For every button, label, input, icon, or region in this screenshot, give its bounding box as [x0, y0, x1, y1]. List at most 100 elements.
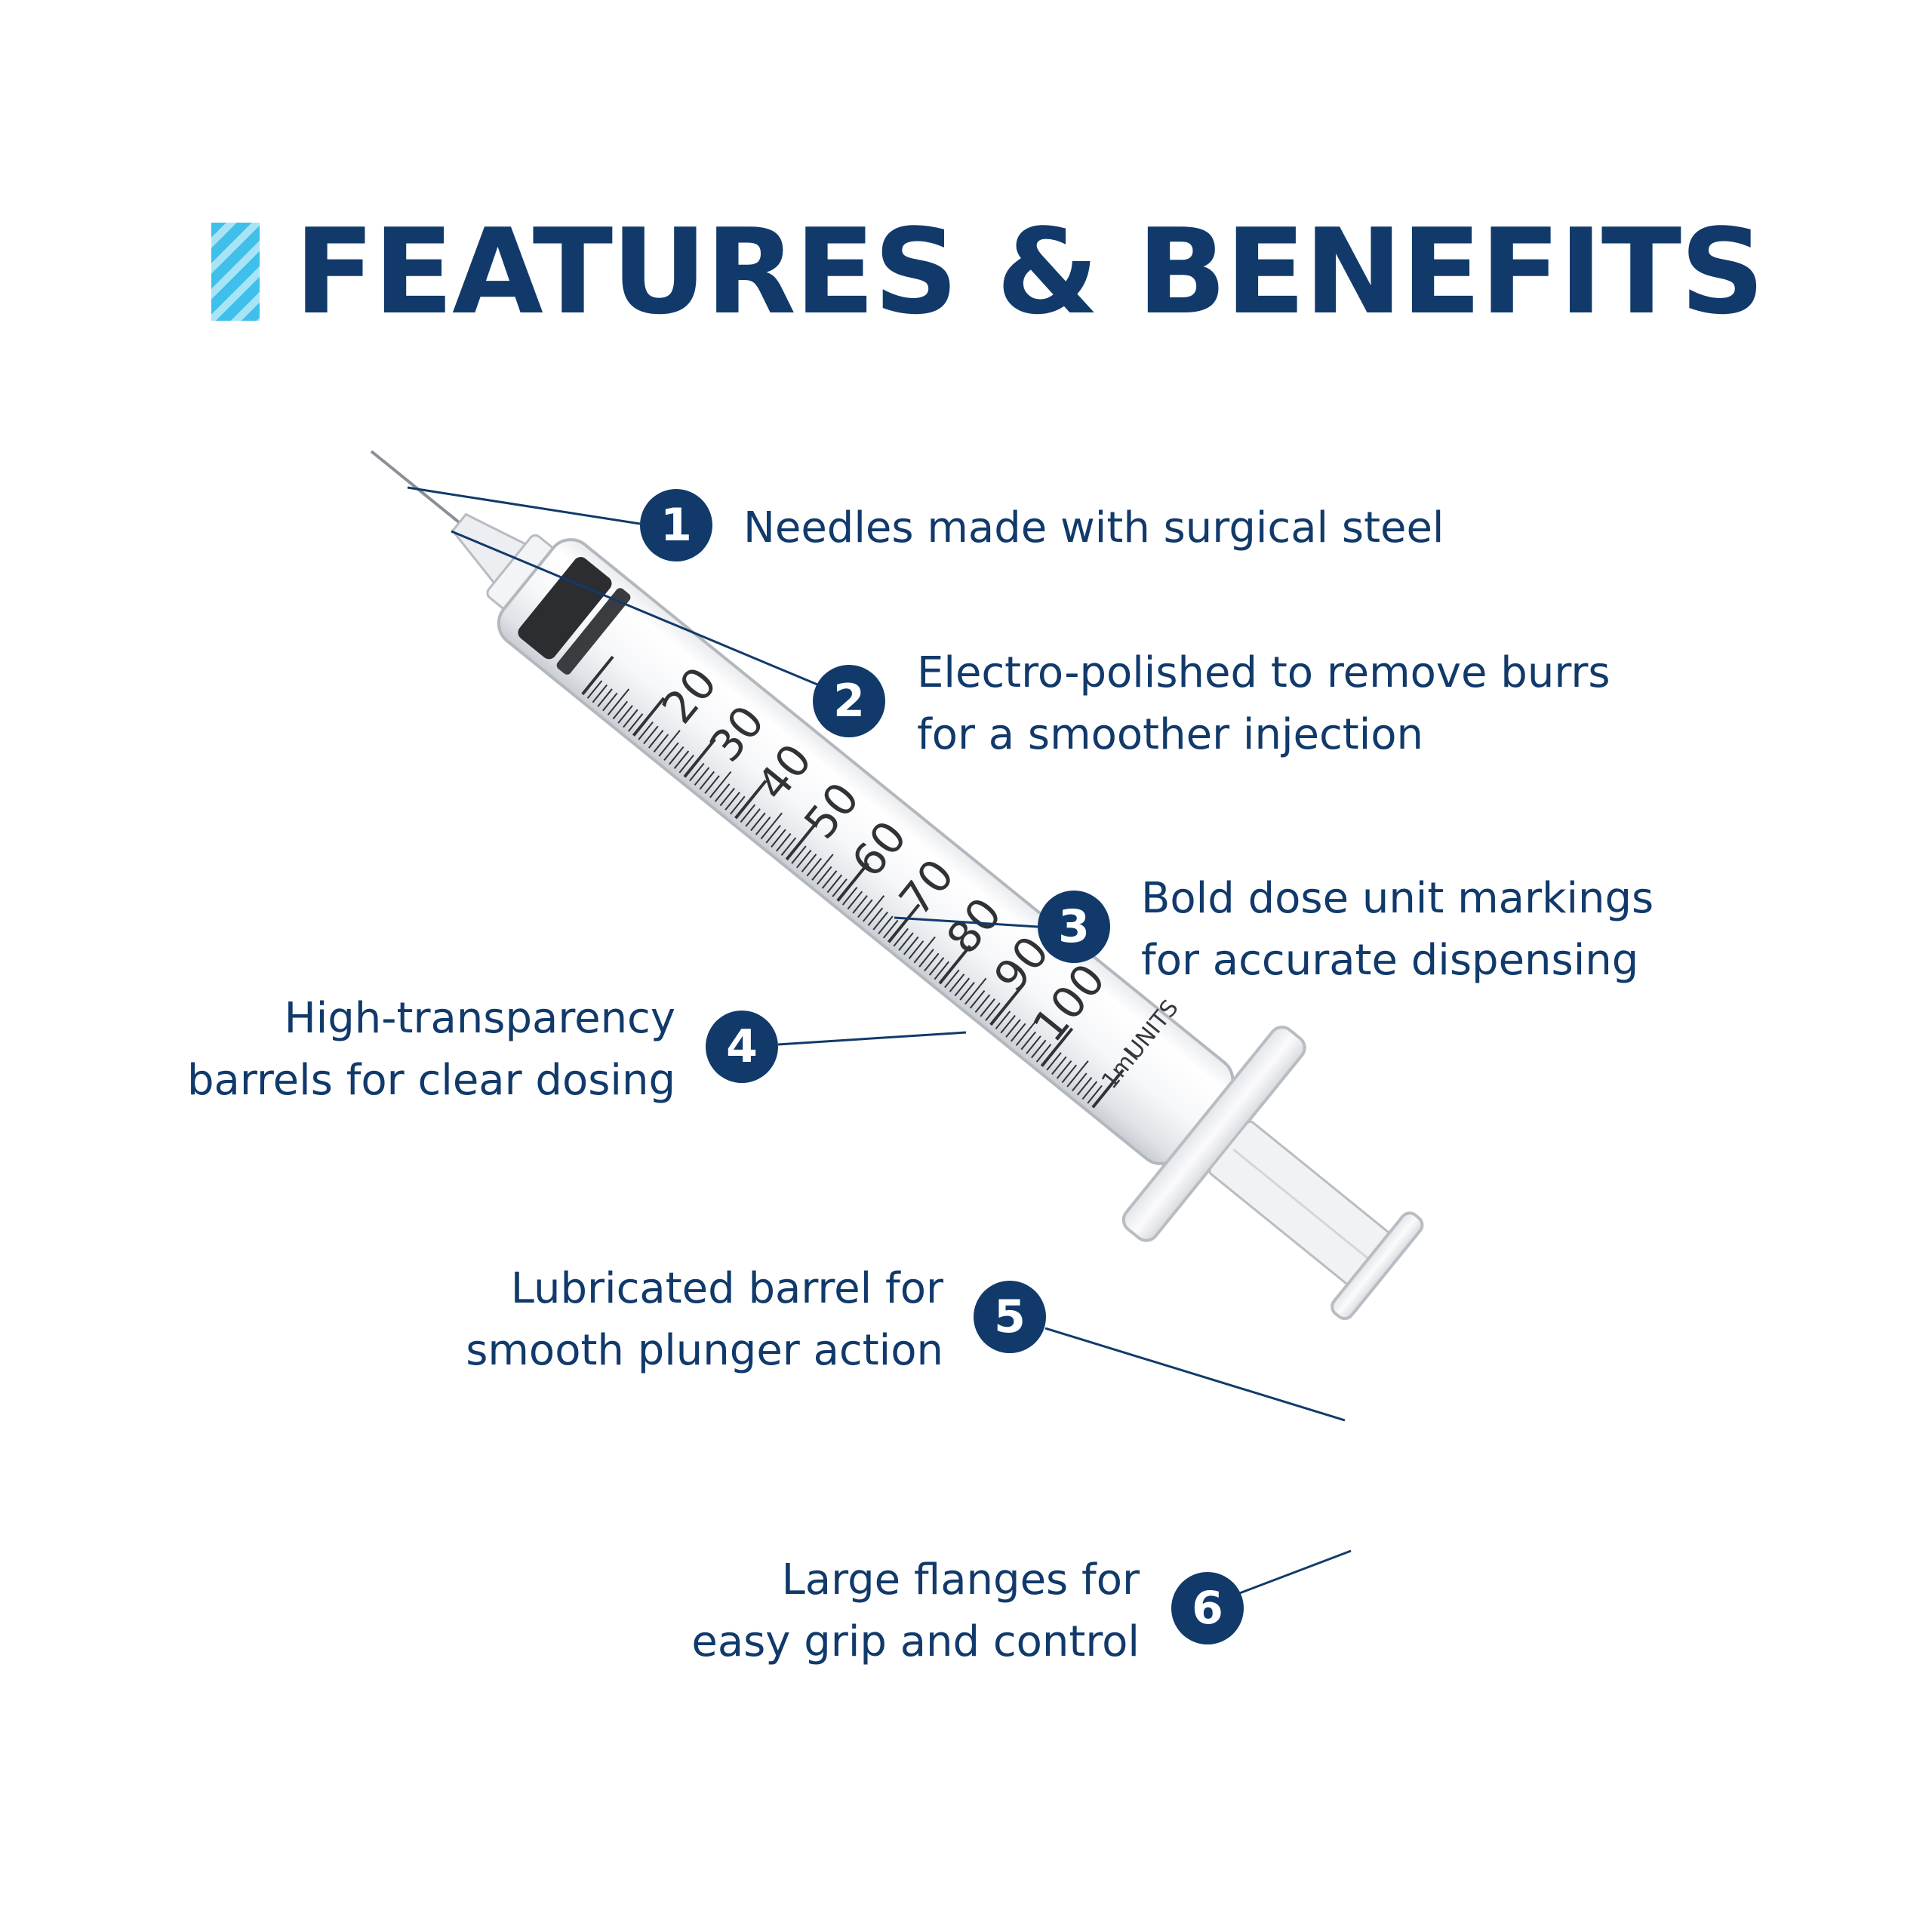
feature-5-line-2: smooth plunger action — [466, 1326, 943, 1375]
graduation-tick — [1040, 1027, 1074, 1067]
title-text: FEATURES & BENEFITS — [294, 203, 1765, 340]
graduation-tick — [730, 795, 746, 815]
graduation-tick — [969, 989, 986, 1009]
graduation-tick — [648, 730, 664, 749]
graduation-tick — [817, 866, 832, 885]
feature-text-5: Lubricated barrel for smooth plunger act… — [466, 1258, 943, 1382]
graduation-tick — [1000, 1014, 1016, 1034]
feature-badge-2: 2 — [813, 665, 885, 737]
graduation-tick — [785, 820, 819, 861]
graduation-tick — [949, 974, 965, 992]
graduation-tick — [832, 878, 848, 897]
title-accent-stripe-icon — [211, 223, 260, 321]
graduation-tick — [796, 849, 812, 869]
graduation-tick — [1035, 1044, 1052, 1063]
graduation-tick — [1081, 1081, 1098, 1100]
graduation-tick — [1072, 1072, 1088, 1092]
feature-text-2: Electro-polished to remove burrs for a s… — [917, 642, 1611, 766]
graduation-tick — [678, 754, 694, 774]
leader-line-6 — [1237, 1549, 1352, 1595]
graduation-tick — [653, 734, 669, 753]
graduation-tick — [944, 969, 960, 989]
graduation-tick — [668, 746, 685, 765]
graduation-tick — [734, 780, 768, 820]
graduation-tick — [959, 982, 975, 1001]
graduation-tick — [658, 730, 681, 757]
leader-line-2 — [451, 530, 818, 686]
graduation-tick — [1005, 1019, 1021, 1038]
graduation-tick — [775, 832, 792, 852]
graduation-tick — [1066, 1060, 1089, 1088]
graduation-tick — [867, 907, 884, 927]
graduation-tick — [887, 903, 921, 943]
feature-text-6: Large flanges for easy grip and control — [691, 1549, 1140, 1673]
graduation-tick — [878, 915, 894, 935]
graduation-tick — [928, 957, 945, 976]
graduation-tick — [709, 771, 732, 798]
graduation-tick — [893, 928, 909, 947]
feature-2-line-1: Electro-polished to remove burrs — [917, 648, 1611, 697]
thumb-press — [1331, 1211, 1424, 1321]
graduation-tick — [663, 742, 679, 761]
graduation-tick — [841, 887, 858, 906]
graduation-tick — [1061, 1064, 1078, 1084]
leader-line-1 — [407, 486, 641, 525]
graduation-tick — [1056, 1060, 1072, 1079]
graduation-tick — [974, 994, 991, 1014]
feature-6-line-1: Large flanges for — [781, 1555, 1140, 1604]
graduation-tick — [882, 919, 899, 939]
graduation-tick — [1031, 1039, 1047, 1059]
graduation-tick — [908, 940, 924, 959]
feature-4-line-1: High-transparency — [284, 994, 675, 1043]
graduation-tick — [592, 684, 608, 703]
graduation-tick — [1015, 1019, 1038, 1046]
graduation-tick — [1010, 1023, 1026, 1042]
graduation-tick — [852, 895, 868, 914]
graduation-tick — [724, 792, 740, 811]
graduation-tick — [586, 680, 603, 699]
graduation-tick — [836, 862, 869, 902]
graduation-tick — [980, 998, 995, 1017]
graduation-tick — [913, 936, 936, 964]
graduation-tick — [780, 837, 797, 856]
feature-3-line-1: Bold dose unit markings — [1141, 874, 1654, 923]
leader-line-5 — [1044, 1327, 1346, 1422]
graduation-tick — [985, 1002, 1001, 1021]
feature-6-line-2: easy grip and control — [691, 1617, 1140, 1666]
graduation-tick — [954, 977, 971, 997]
leader-line-3 — [894, 916, 1038, 928]
needle — [370, 450, 460, 524]
graduation-tick — [938, 945, 971, 985]
graduation-tick — [638, 721, 654, 740]
graduation-tick — [755, 817, 771, 835]
graduation-tick — [918, 949, 934, 968]
graduation-tick — [1020, 1031, 1036, 1051]
graduation-tick — [683, 738, 716, 778]
graduation-tick — [623, 709, 638, 728]
graduation-tick — [1026, 1035, 1041, 1054]
plunger-tip-rib — [556, 588, 631, 675]
graduation-tick — [934, 961, 950, 980]
graduation-tick — [862, 895, 885, 922]
graduation-ticks — [581, 655, 1124, 1109]
feature-5-line-1: Lubricated barrel for — [510, 1264, 943, 1313]
graduation-tick — [760, 812, 783, 840]
feature-badge-4: 4 — [706, 1011, 778, 1083]
feature-text-4: High-transparency barrels for clear dosi… — [187, 988, 675, 1112]
graduation-tick — [811, 854, 834, 881]
graduation-tick — [898, 932, 914, 951]
graduation-tick — [699, 771, 715, 790]
graduation-tick — [791, 845, 807, 864]
feature-text-1: Needles made with surgical steel — [743, 497, 1444, 559]
page-title: FEATURES & BENEFITS — [211, 203, 1765, 340]
graduation-tick — [750, 812, 766, 832]
feature-text-3: Bold dose unit markings for accurate dis… — [1141, 868, 1654, 992]
graduation-tick — [771, 829, 786, 848]
graduation-tick — [847, 891, 863, 910]
graduation-tick — [821, 870, 838, 889]
graduation-tick — [694, 767, 710, 786]
graduation-tick — [1046, 1052, 1062, 1071]
graduation-tick — [1091, 1069, 1124, 1109]
